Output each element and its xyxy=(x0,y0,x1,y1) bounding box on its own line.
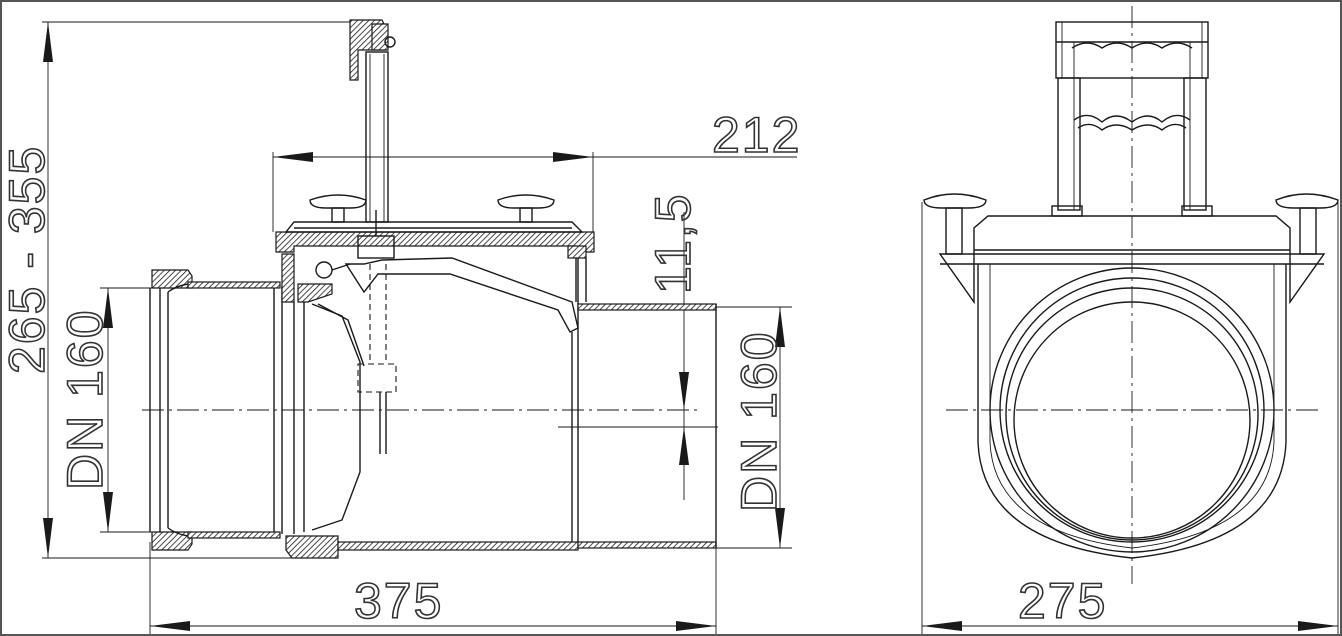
cover-knob-left xyxy=(309,194,367,223)
top-width-label: 212 xyxy=(712,107,801,163)
pipe-outer-ring xyxy=(989,267,1275,553)
inlet-dn-label: DN 160 xyxy=(57,308,113,490)
cover-knob-right xyxy=(497,194,555,223)
backflow-flap xyxy=(297,257,579,333)
outlet-dn-dimension: DN 160 xyxy=(716,306,792,549)
front-cover xyxy=(923,193,1339,305)
height-dimension: 265 - 355 xyxy=(2,21,362,559)
inlet-socket xyxy=(149,269,283,551)
lock-mechanism-hidden xyxy=(357,264,397,454)
side-view: 265 - 355 DN 160 212 11,5 xyxy=(2,19,801,634)
cover xyxy=(275,194,595,302)
outlet-dn-label: DN 160 xyxy=(731,330,787,512)
length-dimension: 375 xyxy=(149,542,717,634)
top-width-dimension: 212 xyxy=(272,106,801,232)
front-view: 275 xyxy=(921,6,1339,634)
shutoff-lever xyxy=(349,19,396,259)
length-label: 375 xyxy=(354,573,443,629)
height-range-label: 265 - 355 xyxy=(2,145,55,374)
side-width-label: 275 xyxy=(1018,573,1107,629)
side-width-dimension: 275 xyxy=(921,202,1339,634)
front-lever-housing xyxy=(1051,21,1213,217)
inlet-dn-dimension: DN 160 xyxy=(56,287,152,533)
pipe-inner-ring xyxy=(1013,301,1251,539)
offset-label: 11,5 xyxy=(645,192,701,294)
front-housing-outline xyxy=(977,264,1287,559)
valve-body xyxy=(281,244,717,559)
